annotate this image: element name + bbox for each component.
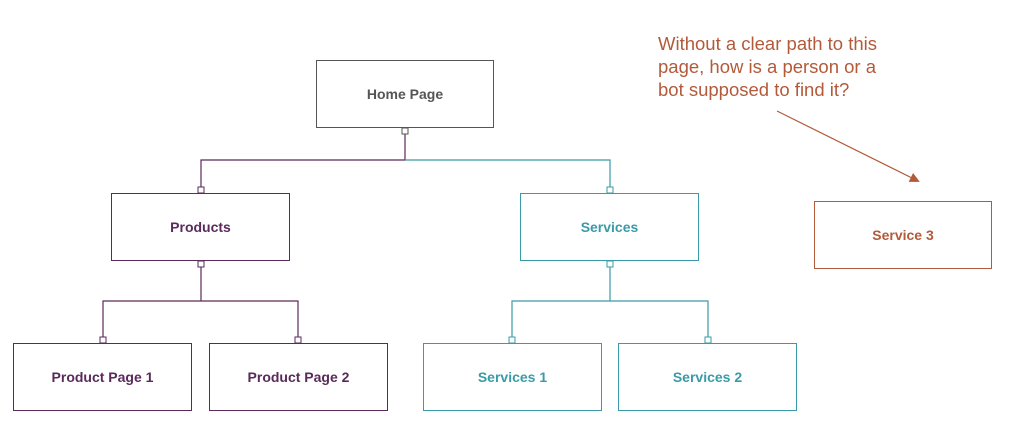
annotation-line: Without a clear path to this	[658, 33, 878, 54]
node-product-page-1-label: Product Page 1	[51, 369, 154, 385]
node-home-page-label: Home Page	[366, 86, 444, 102]
node-services-label: Services	[580, 219, 639, 235]
connector-home-services	[405, 159, 611, 189]
node-services-1-label: Services 1	[477, 369, 548, 385]
node-services[interactable]: Services	[520, 193, 699, 261]
annotation-arrow	[776, 110, 920, 182]
port-home-bottom	[401, 127, 409, 135]
node-products[interactable]: Products	[111, 193, 290, 261]
node-products-label: Products	[170, 219, 231, 235]
annotation-text: Without a clear path to this page, how i…	[658, 32, 918, 101]
node-product-page-2[interactable]: Product Page 2	[209, 343, 388, 411]
node-service-3-label: Service 3	[872, 227, 934, 243]
node-service-3[interactable]: Service 3	[814, 201, 992, 269]
connector-home-products	[200, 132, 406, 189]
port-services-bottom	[606, 260, 614, 268]
connector-products-children	[102, 266, 299, 339]
node-home-page[interactable]: Home Page	[316, 60, 494, 128]
node-product-page-2-label: Product Page 2	[247, 369, 350, 385]
annotation-line: bot supposed to find it?	[658, 79, 850, 100]
node-services-2-label: Services 2	[672, 369, 743, 385]
port-products-bottom	[197, 260, 205, 268]
node-services-2[interactable]: Services 2	[618, 343, 797, 411]
annotation-line: page, how is a person or a	[658, 56, 877, 77]
node-product-page-1[interactable]: Product Page 1	[13, 343, 192, 411]
node-services-1[interactable]: Services 1	[423, 343, 602, 411]
connector-services-children	[511, 266, 709, 339]
